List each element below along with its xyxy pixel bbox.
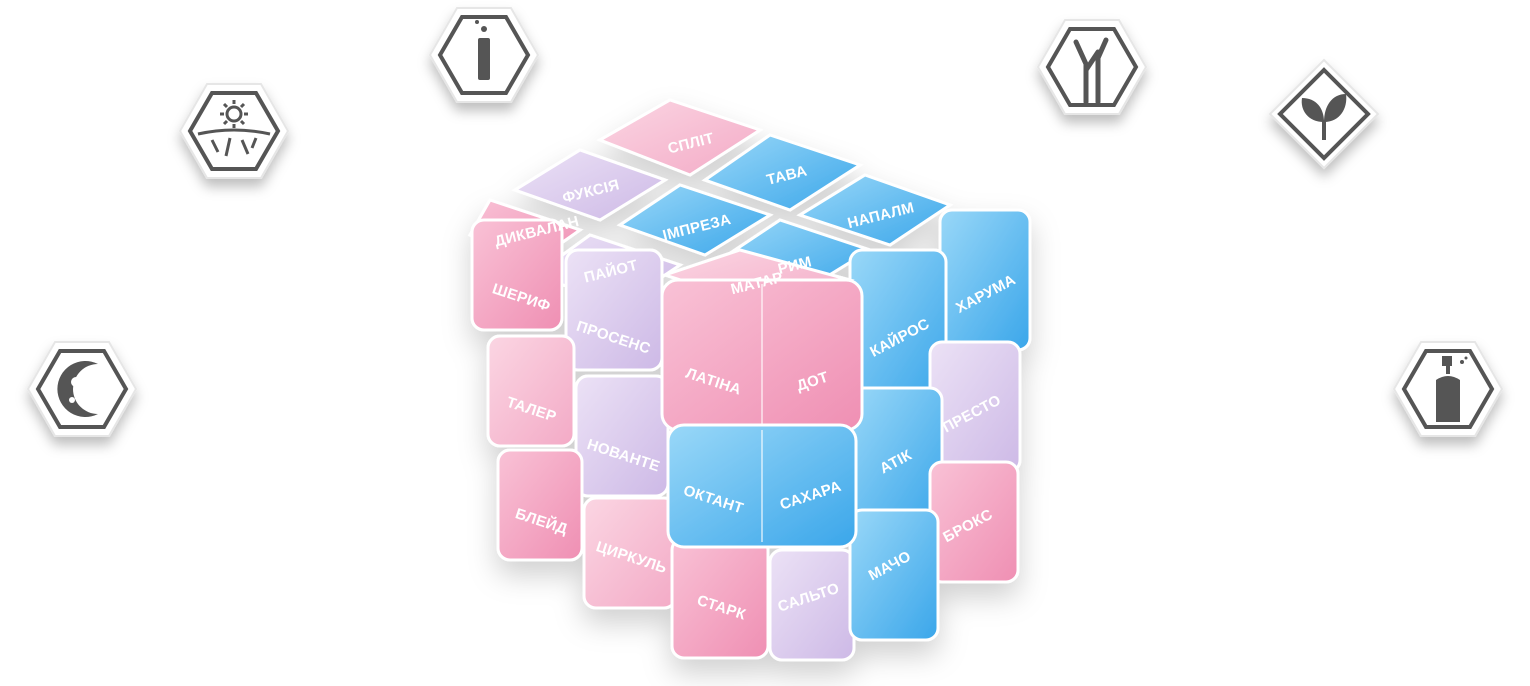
leaves-icon[interactable] (1262, 56, 1386, 180)
spray-droplet-icon[interactable] (422, 0, 546, 124)
branch-icon[interactable] (1030, 12, 1154, 136)
rubiks-cube: СПЛІТ ФУКСІЯ ТАВА ДИКВАЛАН ІМПРЕЗА НАПАЛ… (440, 80, 1060, 680)
perfume-bottle-icon[interactable] (1386, 334, 1510, 458)
cube-graphic: СПЛІТ ФУКСІЯ ТАВА ДИКВАЛАН ІМПРЕЗА НАПАЛ… (467, 98, 1032, 662)
sun-soil-icon[interactable] (172, 76, 296, 200)
moon-craters-icon[interactable] (20, 334, 144, 458)
